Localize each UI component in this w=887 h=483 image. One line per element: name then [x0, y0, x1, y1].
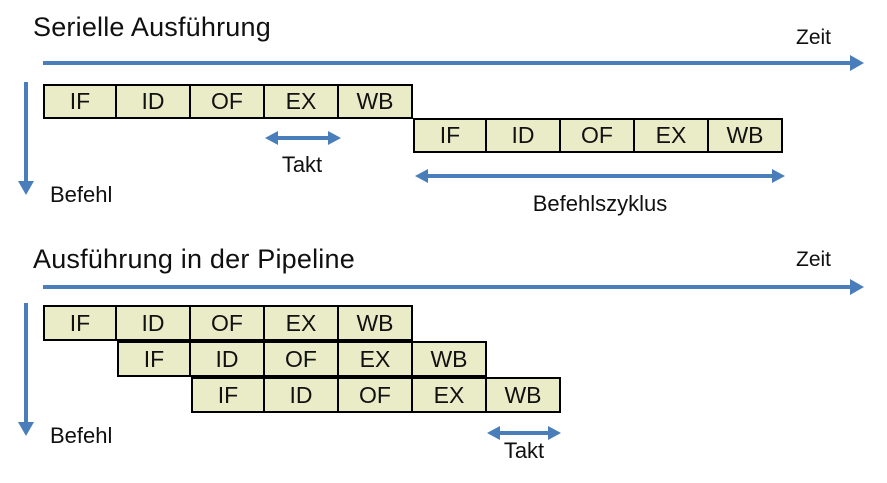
pipeline-takt-label: Takt: [503, 438, 545, 463]
pipeline-zeit-label: Zeit: [796, 248, 832, 271]
stage-cell-id: ID: [191, 341, 265, 377]
stage-cell-id: ID: [265, 377, 339, 413]
stage-cell-ex: EX: [265, 84, 339, 119]
stage-cell-of: OF: [561, 118, 635, 153]
stage-cell-of: OF: [339, 377, 413, 413]
pipeline-takt-span-arrow-icon: [487, 426, 561, 440]
stage-cell-if: IF: [413, 118, 487, 153]
pipeline-instruction-row-2: IF ID OF EX WB: [117, 341, 487, 377]
stage-cell-ex: EX: [265, 305, 339, 341]
stage-cell-of: OF: [265, 341, 339, 377]
pipeline-instruction-axis-arrow-icon: [18, 303, 34, 436]
stage-cell-if: IF: [191, 377, 265, 413]
stage-cell-id: ID: [117, 305, 191, 341]
pipeline-time-axis-arrow-icon: [43, 279, 864, 295]
stage-cell-id: ID: [487, 118, 561, 153]
serial-instruction-row-1: IF ID OF EX WB: [43, 84, 413, 119]
serial-instruction-row-2: IF ID OF EX WB: [413, 118, 783, 153]
stage-cell-of: OF: [191, 305, 265, 341]
stage-cell-if: IF: [117, 341, 191, 377]
stage-cell-ex: EX: [635, 118, 709, 153]
serial-takt-span-arrow-icon: [265, 131, 341, 145]
stage-cell-ex: EX: [339, 341, 413, 377]
serial-befehl-label: Befehl: [50, 182, 113, 207]
serial-time-axis-arrow-icon: [43, 55, 864, 71]
serial-section-title: Serielle Ausführung: [33, 12, 271, 42]
stage-cell-wb: WB: [487, 377, 561, 413]
stage-cell-if: IF: [43, 84, 117, 119]
stage-cell-wb: WB: [339, 305, 413, 341]
serial-zeit-label: Zeit: [796, 26, 832, 49]
befehlszyklus-span-arrow-icon: [415, 169, 785, 183]
stage-cell-of: OF: [191, 84, 265, 119]
stage-cell-if: IF: [43, 305, 117, 341]
befehlszyklus-label: Befehlszyklus: [532, 191, 668, 216]
serial-instruction-axis-arrow-icon: [18, 82, 34, 195]
serial-takt-label: Takt: [281, 152, 323, 177]
stage-cell-wb: WB: [413, 341, 487, 377]
pipeline-instruction-row-1: IF ID OF EX WB: [43, 305, 413, 341]
pipeline-befehl-label: Befehl: [50, 423, 113, 448]
stage-cell-wb: WB: [709, 118, 783, 153]
pipeline-instruction-row-3: IF ID OF EX WB: [191, 377, 561, 413]
pipeline-section-title: Ausführung in der Pipeline: [33, 244, 355, 274]
stage-cell-id: ID: [117, 84, 191, 119]
stage-cell-ex: EX: [413, 377, 487, 413]
stage-cell-wb: WB: [339, 84, 413, 119]
